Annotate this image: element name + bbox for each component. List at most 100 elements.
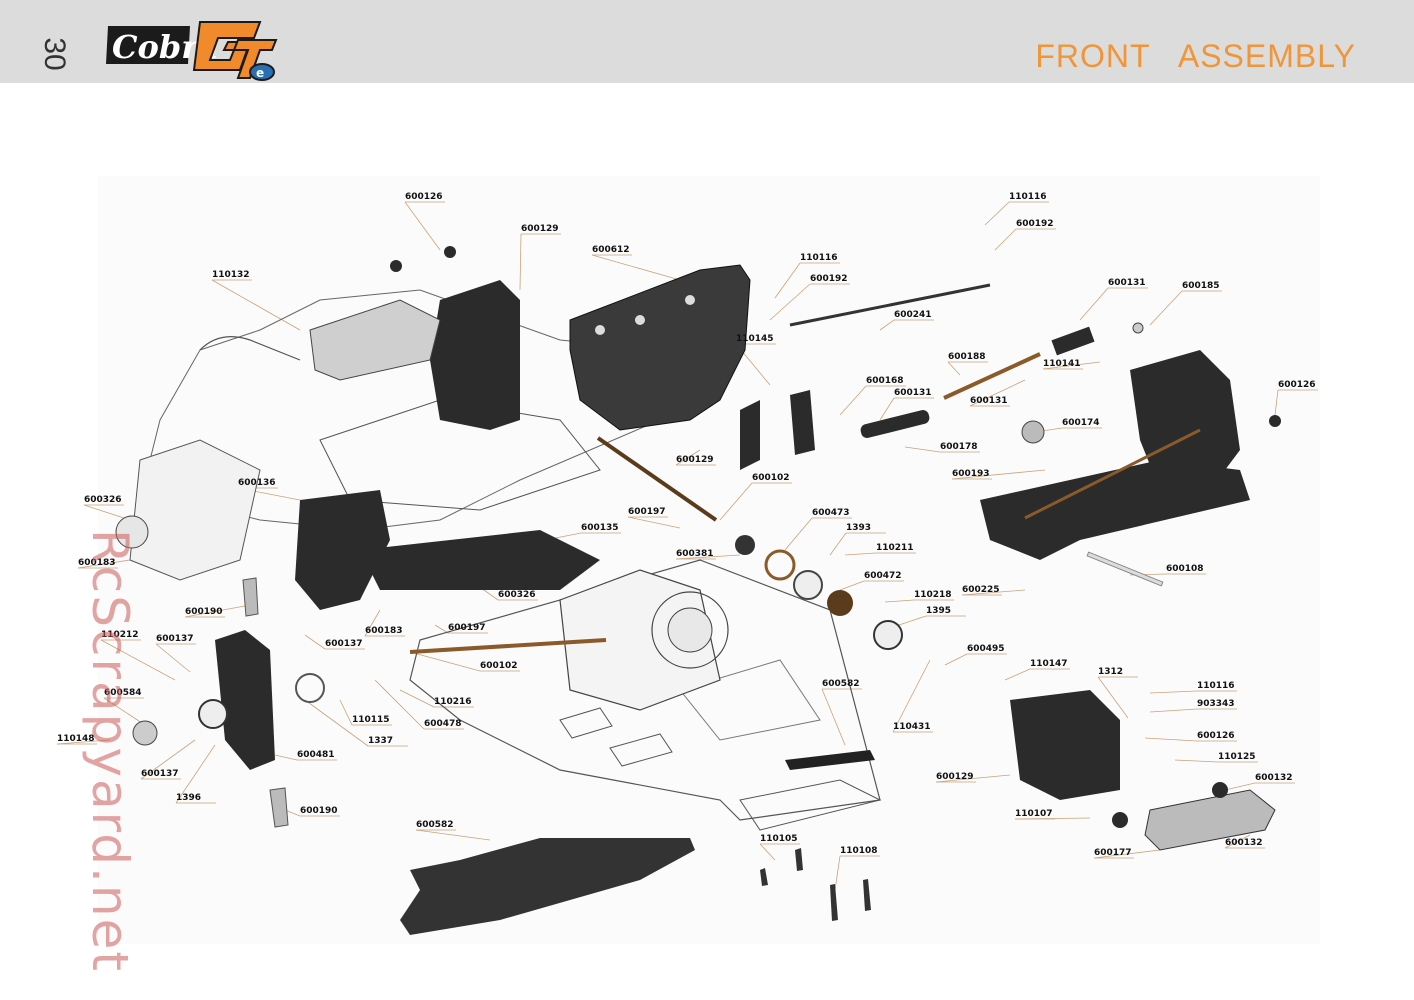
front-driveshaft-left [409,638,607,654]
leader-line [759,843,776,861]
front-steering-knuckle-left [295,490,390,610]
part-label: 600131 [1108,278,1146,288]
leader-line [951,469,1046,480]
leader-line [829,532,847,556]
leader-line [784,517,813,551]
leader-line [1174,759,1219,763]
leader-line [1004,668,1031,681]
leader-line [1093,849,1161,859]
leader-line [339,699,353,726]
leader-line [415,829,491,841]
part-label: 600126 [405,192,443,202]
leader-line [839,580,865,591]
front-lower-arm-left [360,530,600,590]
leader-line [774,262,801,299]
part-label: 600131 [970,396,1008,406]
parts-layer [115,246,1281,935]
leader-line [184,604,251,618]
part-label: 600197 [448,623,486,633]
leader-line [1097,676,1129,719]
leader-line [627,516,681,529]
leader-line [374,679,425,730]
part-label: 600136 [238,478,276,488]
part-label: 600190 [185,607,223,617]
leader-line [961,589,1026,596]
watermark: RcScrapyard.net [40,520,160,973]
part-label: 600241 [894,310,932,320]
watermark-text: RcScrapyard.net [81,529,139,973]
front-skid-pad [785,750,875,770]
part-label: 600132 [1225,838,1263,848]
leader-line [404,201,441,251]
leader-line [591,254,681,281]
part-label: 600188 [948,352,986,362]
part-label: 903343 [1197,699,1235,709]
steering-block-right [1130,350,1240,490]
part-label: 110108 [840,846,878,856]
part-label: 110147 [1030,659,1068,669]
leader-line [1079,287,1109,321]
part-label: 1396 [176,793,201,803]
leader-line [1274,389,1279,416]
part-label: 1393 [846,523,871,533]
part-label: 110116 [1009,192,1047,202]
part-label: 600168 [866,376,904,386]
part-label: 600193 [952,469,990,479]
leader-line [140,739,196,780]
part-label: 110115 [352,715,390,725]
leader-line [519,233,522,291]
leader-line [100,639,176,681]
part-label: 600478 [424,719,462,729]
steering-link-rod [943,352,1041,400]
leader-line [839,385,867,416]
part-label: 110212 [101,630,139,640]
part-label: 600582 [416,820,454,830]
part-label: 1337 [368,736,393,746]
part-label: 600178 [940,442,978,452]
part-label: 110216 [434,697,472,707]
leader-line [821,688,846,746]
part-label: 600102 [752,473,790,483]
leader-line [1042,361,1101,370]
part-label: 600197 [628,507,666,517]
leader-line [994,228,1017,251]
leader-line [77,559,131,569]
leader-line [834,855,841,891]
leader-line [719,482,753,521]
part-label: 110125 [1218,752,1256,762]
part-label: 110132 [212,270,250,280]
part-label: 600131 [894,388,932,398]
leader-line [769,283,811,321]
leader-line [274,754,298,761]
leader-line [1149,290,1183,326]
part-label: 600177 [1094,848,1132,858]
leader-line [364,609,381,637]
section-title: FRONT ASSEMBLY [1035,38,1356,74]
cobra-gte-logo-graphic: Cobra e [106,21,278,81]
leader-line [211,279,301,331]
part-label: 600192 [1016,219,1054,229]
leader-line [409,651,481,672]
leader-line [155,643,191,673]
part-label: 600135 [581,523,619,533]
part-label: 600183 [365,626,403,636]
leader-line [175,744,216,804]
part-label: 600129 [936,772,974,782]
leader-line [1224,834,1251,849]
part-label: 600584 [104,688,142,698]
leader-line [944,653,968,666]
part-label: 600126 [1278,380,1316,390]
part-label: 600129 [521,224,559,234]
leader-line [879,397,895,421]
front-driveshaft-upper [596,436,718,522]
front-diff-housing [1010,690,1120,800]
part-label: 110145 [736,334,774,344]
center-bulkhead [559,569,721,711]
leader-line [304,634,326,650]
leader-line [844,552,877,556]
leader-line [904,446,941,453]
part-label: 600137 [156,634,194,644]
leader-line [103,697,146,726]
upper-suspension-holder [309,299,441,381]
